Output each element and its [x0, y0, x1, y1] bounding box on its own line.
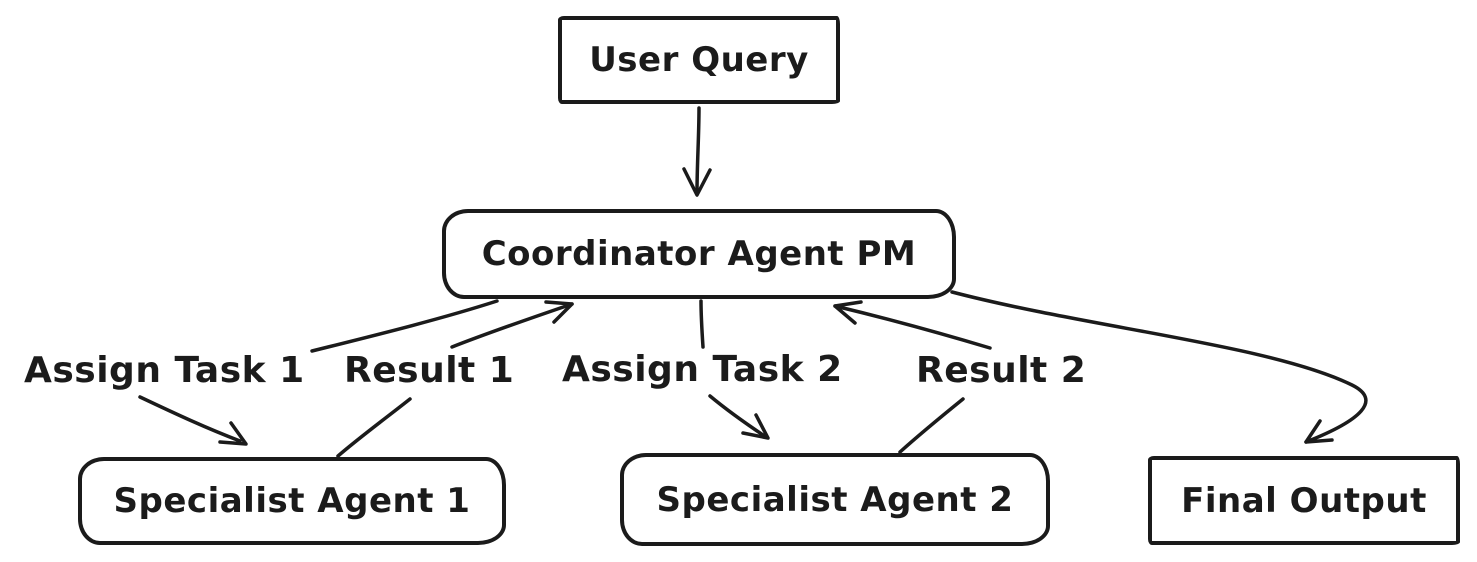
node-specialist-agent-1: Specialist Agent 1 [78, 457, 506, 545]
node-specialist-agent-1-label: Specialist Agent 1 [113, 481, 471, 521]
node-coordinator-agent: Coordinator Agent PM [442, 209, 956, 299]
edge-label-result-1: Result 1 [344, 350, 515, 391]
arrow-specialist1-to-coordinator [336, 300, 574, 458]
edge-label-assign-task-1: Assign Task 1 [24, 350, 305, 391]
arrow-coordinator-to-final-output [950, 290, 1368, 444]
node-user-query-label: User Query [589, 40, 809, 80]
edge-label-result-2: Result 2 [916, 350, 1087, 391]
arrow-specialist2-to-coordinator [833, 300, 992, 454]
arrow-coordinator-to-specialist1 [138, 299, 499, 446]
arrow-coordinator-to-specialist2 [699, 299, 770, 440]
node-specialist-agent-2: Specialist Agent 2 [620, 453, 1050, 546]
node-final-output: Final Output [1148, 456, 1460, 545]
node-coordinator-agent-label: Coordinator Agent PM [481, 234, 917, 274]
node-user-query: User Query [558, 16, 840, 104]
node-final-output-label: Final Output [1181, 480, 1427, 521]
edge-label-assign-task-2: Assign Task 2 [562, 349, 843, 390]
node-specialist-agent-2-label: Specialist Agent 2 [656, 479, 1014, 520]
arrow-user-query-to-coordinator [682, 106, 712, 197]
